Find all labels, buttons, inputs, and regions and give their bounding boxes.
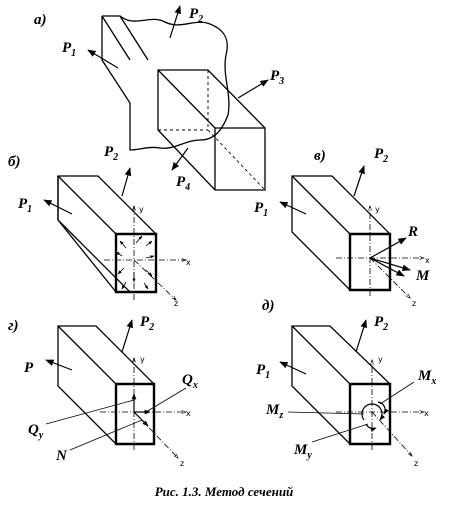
- axis-z-b: [133, 259, 176, 300]
- force-p2-b-label: P2: [104, 144, 118, 163]
- axis-z-d: [371, 411, 412, 456]
- axis-y-g-label: y: [140, 355, 145, 364]
- block-b-section: [114, 232, 158, 294]
- axis-y-d-label: y: [378, 355, 383, 364]
- axis-z-b-label: z: [174, 299, 178, 308]
- force-qy-label: Qy: [28, 422, 44, 441]
- left-block-top-diag: [101, 15, 131, 61]
- force-p1-v-label: P1: [254, 200, 268, 219]
- force-p1-label: P1: [62, 40, 76, 59]
- axis-y-v-label: y: [375, 205, 380, 214]
- panel-a-label: а): [34, 12, 47, 28]
- axis-x-d-label: x: [424, 409, 429, 418]
- force-n-arrow: [133, 411, 149, 427]
- axis-x-v-label: x: [425, 256, 430, 265]
- figure-caption: Рис. 1.3. Метод сечений: [155, 484, 294, 499]
- leader-mx: [379, 381, 415, 405]
- panel-a: а) P1 P2 P3 P4: [34, 5, 284, 193]
- force-p1-arrow: [87, 49, 119, 69]
- moment-mx-label: Mx: [417, 368, 436, 387]
- force-p2-v-arrow: [353, 165, 365, 197]
- axis-z-g-label: z: [180, 459, 184, 468]
- force-p2-g-arrow: [121, 319, 133, 353]
- panel-g-label: г): [8, 318, 19, 334]
- axis-z-v: [369, 257, 410, 298]
- force-p2-v-label: P2: [374, 146, 388, 165]
- force-p3-label: P3: [270, 68, 284, 87]
- force-p1-v-arrow: [279, 201, 307, 215]
- right-block-front-top: [214, 127, 265, 190]
- force-p1-b-label: P1: [18, 196, 32, 215]
- panel-d-label: д): [262, 298, 274, 314]
- left-block-top-edge: [102, 15, 149, 61]
- resultant-M-arrow: [369, 257, 411, 272]
- block-g-section: [114, 382, 156, 446]
- right-block-side-edge: [157, 69, 216, 129]
- force-p1-d-arrow: [279, 361, 307, 375]
- leader-my: [311, 423, 369, 443]
- panel-v: в) y x z R M P1 P2: [254, 146, 430, 308]
- axis-z-d-label: z: [414, 459, 418, 468]
- panel-d: д) y x z Mx Mz My P1 P2: [256, 298, 436, 468]
- moment-my-arc: [365, 423, 377, 433]
- moment-mx-arc: [377, 401, 389, 415]
- axis-x-b-label: x: [186, 258, 191, 267]
- force-p-g-arrow: [45, 359, 73, 371]
- force-p2-arrow: [169, 5, 181, 39]
- panel-b: б) y x z P1 P2: [8, 144, 191, 308]
- force-p2-d-label: P2: [374, 314, 388, 333]
- force-p4-arrow: [171, 147, 189, 171]
- force-p2-g-label: P2: [140, 314, 154, 333]
- moment-mz-arc: [361, 403, 386, 421]
- resultant-M-label: M: [415, 268, 430, 284]
- force-p1-b-arrow: [43, 199, 73, 215]
- cut-surface: [119, 15, 230, 151]
- axis-x-g-label: x: [186, 409, 191, 418]
- right-block-hidden-edge-1: [207, 70, 266, 191]
- panel-g: г) y x z Qy Qx N P P2: [8, 314, 198, 468]
- force-p4-label: P4: [176, 174, 190, 193]
- force-p2-label: P2: [189, 6, 203, 25]
- force-p-g-label: P: [24, 360, 34, 376]
- resultant-M-arrow-2: [369, 257, 405, 277]
- moment-mz-label: Mz: [265, 402, 283, 421]
- force-p1-d-label: P1: [256, 362, 270, 381]
- resultant-R-label: R: [407, 224, 418, 240]
- panel-b-label: б): [8, 154, 20, 170]
- left-block-front-edge: [101, 16, 131, 104]
- force-n-label: N: [55, 448, 68, 464]
- axis-y-b-label: y: [139, 205, 144, 214]
- axis-z-v-label: z: [412, 299, 416, 308]
- leader-qy: [45, 399, 135, 425]
- leader-n: [69, 419, 143, 451]
- force-p3-arrow: [237, 79, 269, 99]
- block-d-section: [348, 382, 392, 446]
- force-p2-b-arrow: [121, 167, 132, 197]
- force-p2-d-arrow: [355, 319, 367, 353]
- right-block-outline: [157, 69, 266, 191]
- leader-mz: [287, 411, 365, 415]
- leader-qx: [145, 387, 187, 413]
- panel-v-label: в): [314, 148, 326, 164]
- block-v-section: [348, 232, 392, 292]
- moment-my-label: My: [293, 442, 312, 461]
- force-qx-label: Qx: [182, 372, 198, 391]
- stress-arrows: [115, 235, 155, 290]
- block-d-top-front: [291, 325, 390, 385]
- resultant-R-arrow: [369, 237, 407, 259]
